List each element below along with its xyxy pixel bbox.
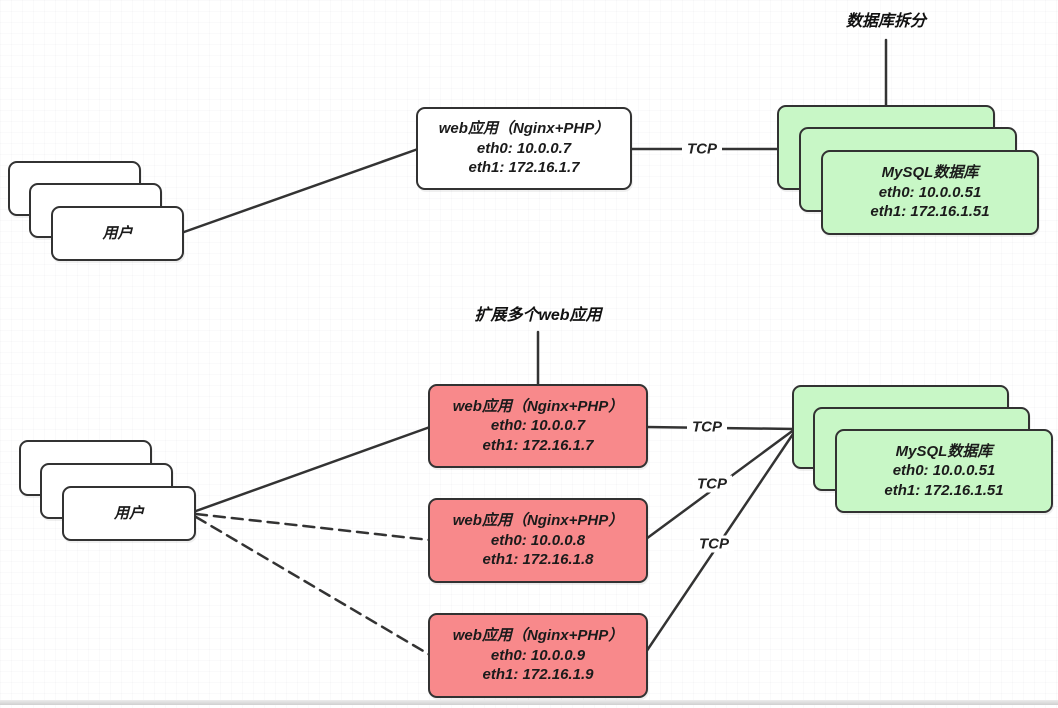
webapp-node-3: web应用（Nginx+PHP） eth0: 10.0.0.9 eth1: 17… [428, 613, 648, 698]
webapp-eth1: eth1: 172.16.1.7 [468, 159, 580, 177]
users-node-top: 用户 [51, 206, 184, 261]
webapp-node-top: web应用（Nginx+PHP） eth0: 10.0.0.7 eth1: 17… [416, 107, 632, 190]
link-users-webapp1 [194, 425, 432, 513]
annotation-db-split: 数据库拆分 [845, 13, 927, 30]
webapp3-title: web应用（Nginx+PHP） [452, 627, 624, 645]
mysql-eth0: eth0: 10.0.0.51 [878, 183, 982, 201]
tcp-label-2: TCP [692, 475, 732, 493]
webapp3-eth0: eth0: 10.0.0.9 [490, 646, 586, 664]
mysql-eth0-bottom: eth0: 10.0.0.51 [892, 462, 996, 480]
webapp-node-2: web应用（Nginx+PHP） eth0: 10.0.0.8 eth1: 17… [428, 498, 648, 583]
mysql-eth1-bottom: eth1: 172.16.1.51 [884, 481, 1004, 499]
tcp-label-1: TCP [687, 418, 727, 436]
webapp1-title: web应用（Nginx+PHP） [452, 397, 624, 415]
webapp2-eth1: eth1: 172.16.1.8 [482, 551, 594, 569]
mysql-eth1: eth1: 172.16.1.51 [870, 203, 990, 221]
webapp1-eth1: eth1: 172.16.1.7 [482, 436, 594, 454]
tcp-label-3: TCP [694, 535, 734, 553]
webapp2-title: web应用（Nginx+PHP） [452, 512, 624, 530]
mysql-title-bottom: MySQL数据库 [895, 442, 993, 460]
mysql-node-top: MySQL数据库 eth0: 10.0.0.51 eth1: 172.16.1.… [821, 150, 1039, 235]
link-users-webapp2 [194, 512, 432, 542]
webapp1-eth0: eth0: 10.0.0.7 [490, 417, 586, 435]
webapp-title: web应用（Nginx+PHP） [438, 120, 610, 138]
mysql-node-bottom: MySQL数据库 eth0: 10.0.0.51 eth1: 172.16.1.… [835, 429, 1053, 513]
webapp-node-1: web应用（Nginx+PHP） eth0: 10.0.0.7 eth1: 17… [428, 384, 648, 468]
link-users-webapp3 [194, 515, 432, 657]
webapp2-eth0: eth0: 10.0.0.8 [490, 531, 586, 549]
users-label-bottom: 用户 [113, 504, 144, 522]
link-users-webapp-top [182, 147, 420, 234]
users-label-top: 用户 [102, 224, 133, 242]
users-node-bottom: 用户 [62, 486, 196, 541]
annotation-scale-web: 扩展多个web应用 [474, 307, 602, 324]
window-bottom-edge [0, 700, 1058, 705]
mysql-title: MySQL数据库 [881, 164, 979, 182]
webapp3-eth1: eth1: 172.16.1.9 [482, 666, 594, 684]
webapp-eth0: eth0: 10.0.0.7 [476, 139, 572, 157]
tcp-label-top: TCP [682, 140, 722, 158]
